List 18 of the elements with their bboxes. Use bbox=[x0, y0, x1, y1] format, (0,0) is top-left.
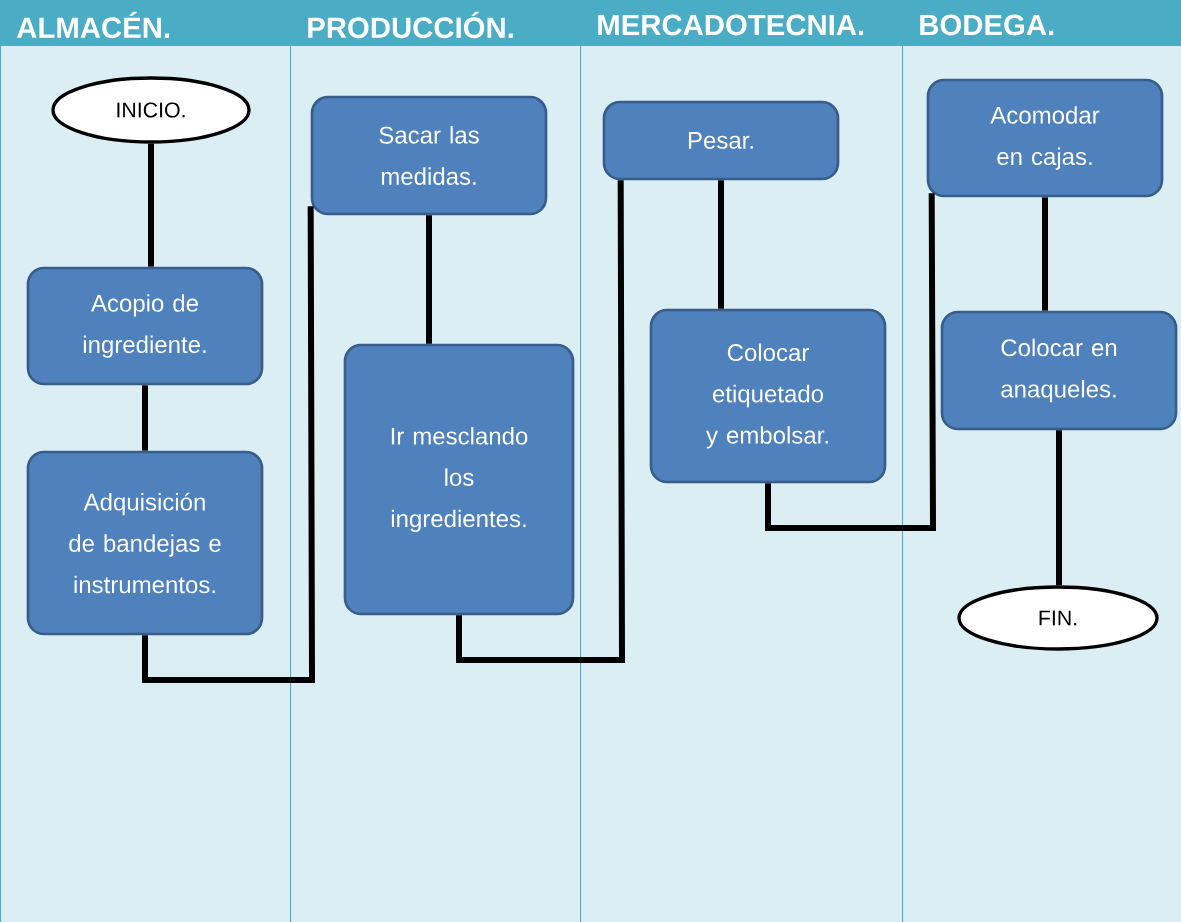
connector-line bbox=[1042, 197, 1048, 311]
node-label: PRODUCCIÓN. bbox=[308, 11, 513, 39]
connector-line bbox=[148, 143, 154, 267]
process-box: Sacar las medidas. bbox=[310, 95, 548, 216]
connector-line bbox=[142, 385, 148, 451]
process-box: Pesar. bbox=[602, 100, 840, 181]
process-box: Colocar en anaqueles. bbox=[940, 310, 1178, 431]
process-box: Adquisición de bandejas e instrumentos. bbox=[26, 450, 264, 636]
process-box: Acomodar en cajas. bbox=[926, 78, 1164, 198]
connector-line bbox=[426, 215, 432, 344]
process-box: Colocar etiquetado y embolsar. bbox=[649, 308, 887, 484]
connector-line bbox=[456, 180, 625, 663]
connector-line bbox=[765, 193, 937, 531]
connector-line bbox=[142, 206, 315, 683]
connector-line bbox=[718, 180, 724, 309]
process-box: Ir mesclando los ingredientes. bbox=[343, 343, 575, 616]
process-box: Acopio de ingrediente. bbox=[26, 266, 264, 386]
connector-line bbox=[1056, 430, 1062, 586]
